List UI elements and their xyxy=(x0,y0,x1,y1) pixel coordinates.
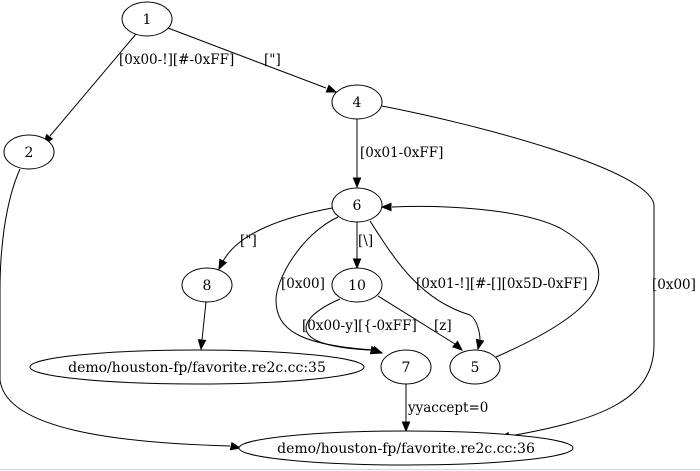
edge-line xyxy=(221,207,333,264)
edge-label: [0x01-!][#-[][0x5D-0xFF] xyxy=(416,276,587,292)
edge-line xyxy=(369,220,481,341)
arrowhead-icon xyxy=(380,202,392,212)
node-label: 6 xyxy=(353,198,362,214)
edge-10-to-5 xyxy=(377,295,464,351)
edge-2-to-f36 xyxy=(0,168,242,451)
node-ellipse xyxy=(29,349,365,385)
edges-layer xyxy=(0,27,655,451)
edge-label: yyaccept=0 xyxy=(407,400,488,416)
nodes-layer: 1 2 4 6 8 10 7 5 demo/houston-fp/favorite.re2c.c… xyxy=(3,1,574,466)
edge-4-to-6 xyxy=(352,119,362,189)
edge-label: ["] xyxy=(264,52,281,68)
node-6: 6 xyxy=(331,187,383,223)
node-1: 1 xyxy=(121,1,173,37)
edge-label: ["] xyxy=(240,233,257,249)
edge-labels-layer: [0x00-!][#-0xFF] ["] [0x01-0xFF] [0x00] ["] [… xyxy=(119,52,696,416)
edge-label: [0x00-!][#-0xFF] xyxy=(119,52,234,68)
edge-line xyxy=(391,205,600,358)
node-ellipse xyxy=(380,349,432,385)
arrowhead-icon xyxy=(451,340,464,351)
edge-label: [z] xyxy=(434,318,452,334)
edge-line xyxy=(377,295,456,345)
node-label: 1 xyxy=(143,12,152,28)
node-ellipse xyxy=(331,84,383,120)
node-ellipse xyxy=(331,187,383,223)
edge-6-to-8 xyxy=(218,207,333,271)
node-f35: demo/houston-fp/favorite.re2c.cc:35 xyxy=(29,349,365,385)
edge-10-to-7 xyxy=(305,298,382,355)
arrowhead-icon xyxy=(229,441,242,451)
edge-5-to-6 xyxy=(380,202,600,358)
edge-label: [0x00] xyxy=(281,276,325,292)
node-label: 2 xyxy=(25,145,34,161)
arrowhead-icon xyxy=(218,258,228,271)
arrowhead-icon xyxy=(352,177,362,189)
arrowhead-icon xyxy=(352,258,362,270)
edge-6-to-10 xyxy=(352,222,362,270)
node-label: 4 xyxy=(353,95,362,111)
edge-label: [0x00-y][{-0xFF] xyxy=(302,318,417,334)
node-2: 2 xyxy=(3,134,55,170)
node-7: 7 xyxy=(380,349,432,385)
bottom-rule xyxy=(0,469,700,470)
edge-line xyxy=(381,105,655,437)
node-label: demo/houston-fp/favorite.re2c.cc:36 xyxy=(277,441,535,457)
edge-line xyxy=(201,301,207,341)
node-ellipse xyxy=(331,267,383,303)
edge-label: [0x01-0xFF] xyxy=(360,145,443,161)
arrowhead-icon xyxy=(475,338,485,351)
edge-7-to-f36 xyxy=(401,384,411,433)
node-ellipse xyxy=(238,430,574,466)
node-label: 7 xyxy=(402,360,411,376)
node-10: 10 xyxy=(331,267,383,303)
edge-6-to-5 xyxy=(369,220,485,351)
node-label: demo/houston-fp/favorite.re2c.cc:35 xyxy=(68,360,326,376)
node-label: 10 xyxy=(348,278,366,294)
edge-line xyxy=(0,168,231,447)
arrowhead-icon xyxy=(369,345,382,355)
arrowhead-icon xyxy=(197,339,207,351)
edge-label: [0x00] xyxy=(652,277,696,293)
edge-line xyxy=(305,298,371,351)
node-label: 8 xyxy=(203,278,212,294)
node-ellipse xyxy=(181,267,233,303)
edge-1-to-2 xyxy=(43,33,137,146)
node-4: 4 xyxy=(331,84,383,120)
edge-label: [\] xyxy=(358,233,373,249)
edge-8-to-f35 xyxy=(197,301,207,351)
edge-1-to-4 xyxy=(167,27,338,93)
node-ellipse xyxy=(449,349,501,385)
node-5: 5 xyxy=(449,349,501,385)
node-label: 5 xyxy=(471,360,480,376)
node-ellipse xyxy=(121,1,173,37)
node-f36: demo/houston-fp/favorite.re2c.cc:36 xyxy=(238,430,574,466)
arrowhead-icon xyxy=(401,421,411,433)
edge-line xyxy=(167,27,327,89)
arrowhead-icon xyxy=(325,84,338,93)
node-8: 8 xyxy=(181,267,233,303)
edge-line xyxy=(49,33,137,137)
node-ellipse xyxy=(3,134,55,170)
